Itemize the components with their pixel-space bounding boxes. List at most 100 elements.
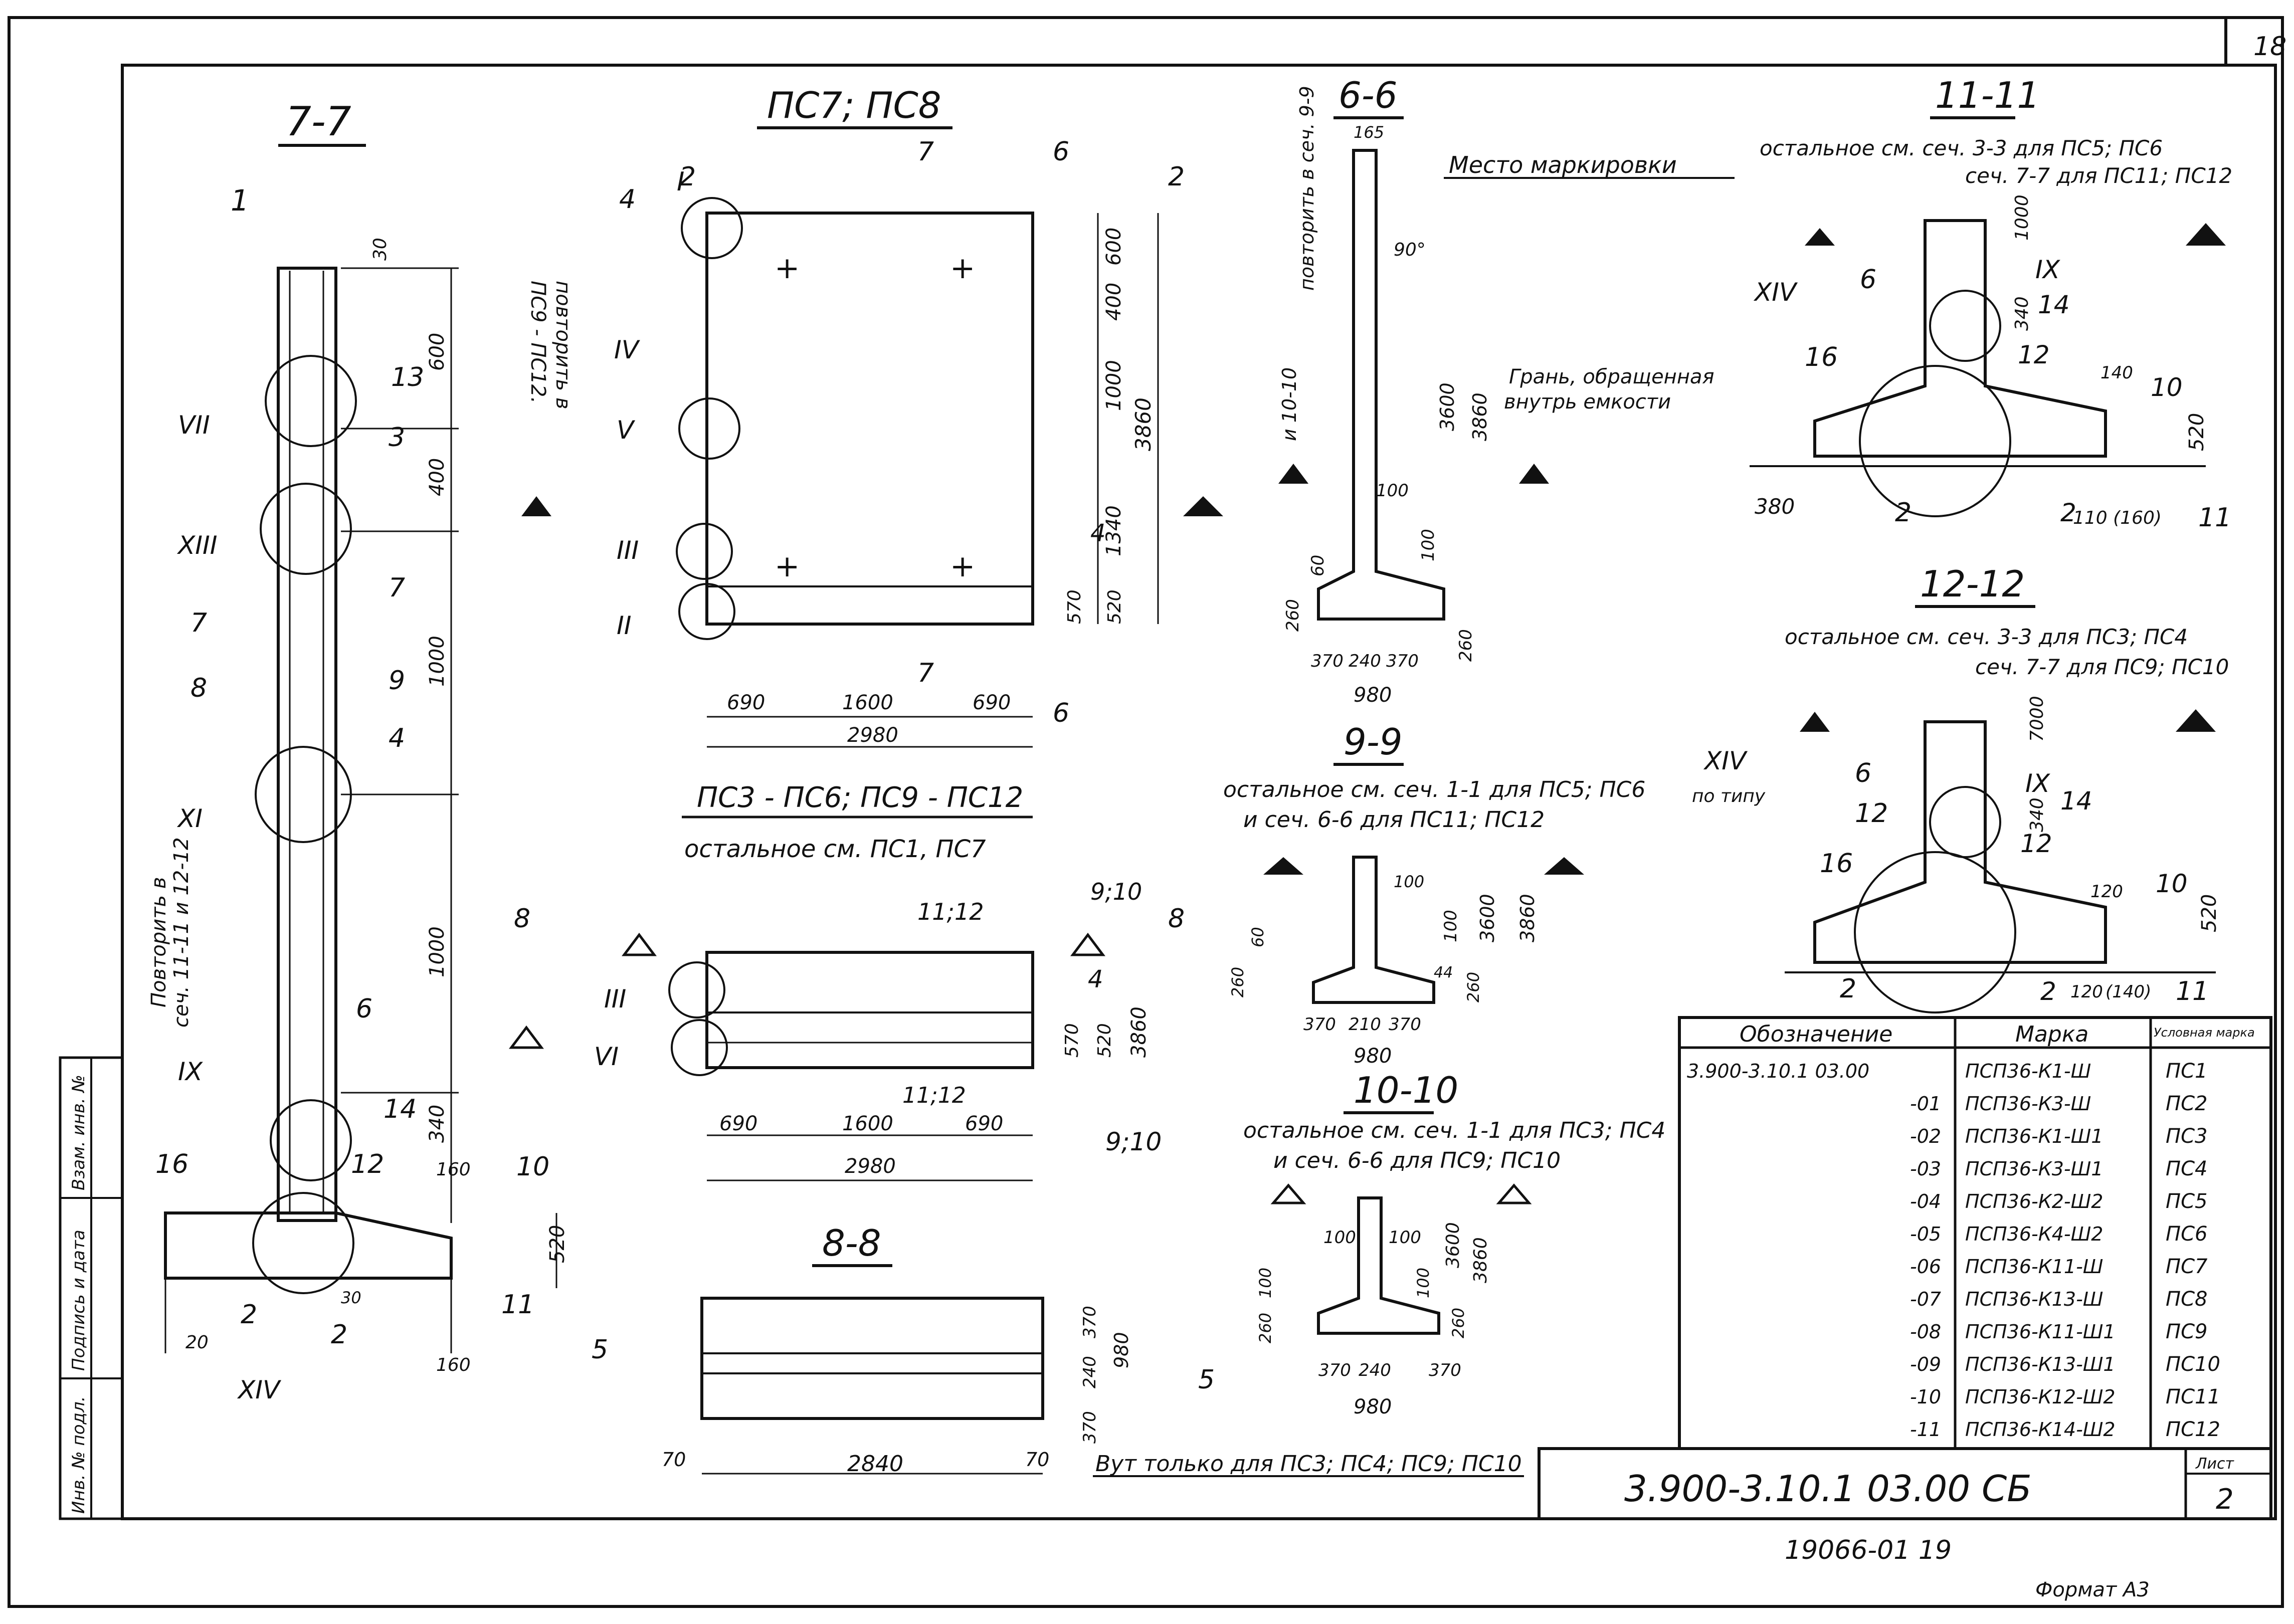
s88-980: 980 (1110, 1332, 1132, 1368)
pc36-1112b: 11;12 (902, 1083, 966, 1108)
s1010-370a: 370 (1318, 1360, 1351, 1380)
pc36-8r: 8 (1168, 904, 1185, 934)
dim-400: 400 (426, 458, 449, 496)
s99-370b: 370 (1389, 1014, 1421, 1035)
s66-100b: 100 (1418, 529, 1438, 561)
s1111-340: 340 (2012, 296, 2032, 331)
table-row: -11 ПСП36-К14-Ш2 ПС12 (1910, 1418, 2220, 1441)
svg-text:-01: -01 (1910, 1093, 1941, 1115)
s1212-rom-9: IX (2025, 769, 2051, 798)
s1010-240: 240 (1359, 1360, 1391, 1380)
pc78-1340: 1340 (1102, 505, 1125, 556)
svg-text:ПСП36-К2-Ш2: ПСП36-К2-Ш2 (1965, 1190, 2103, 1212)
s66-260a: 260 (1283, 599, 1303, 632)
s66-370a: 370 (1311, 651, 1344, 671)
pc36-1600: 1600 (842, 1112, 893, 1135)
dim-160a: 160 (436, 1159, 471, 1180)
repeat-66-1: повторить в сеч. 9-9 (1296, 86, 1318, 291)
doc-code: 3.900-3.10.1 03.00 СБ (1624, 1468, 2032, 1510)
rom-14: XIV (237, 1375, 282, 1404)
dim-160b: 160 (436, 1355, 471, 1375)
pc78-rom-2: II (617, 611, 632, 640)
dim-30b: 30 (341, 1288, 361, 1307)
table-row: -02 ПСП36-К1-Ш1 ПС3 (1910, 1125, 2207, 1148)
pc36-910b: 9;10 (1105, 1127, 1162, 1156)
pc78-rom-1: I (677, 167, 684, 197)
pc36-8l: 8 (514, 904, 530, 934)
svg-text:-05: -05 (1910, 1223, 1941, 1245)
dim-20: 20 (185, 1332, 209, 1353)
pc78-4r: 4 (1090, 519, 1106, 547)
table-row: -07 ПСП36-К13-Ш ПС8 (1910, 1288, 2207, 1311)
svg-text:ПС5: ПС5 (2166, 1190, 2207, 1213)
note-1212-2: сеч. 7-7 для ПС9; ПС10 (1975, 655, 2229, 679)
s1010-260a: 260 (1256, 1313, 1275, 1343)
s1010-3600: 3600 (1443, 1222, 1463, 1268)
s1111-rom-14: XIV (1753, 278, 1798, 307)
view-pc3-pc6: 690 1600 690 2980 570 520 3860 III VI 11… (514, 878, 1185, 1181)
table-row: -09 ПСП36-К13-Ш1 ПС10 (1910, 1353, 2220, 1376)
dim-1000b: 1000 (426, 926, 449, 977)
svg-text:ПС10: ПС10 (2166, 1353, 2220, 1376)
svg-text:ПС8: ПС8 (2166, 1288, 2207, 1311)
note-face-2: внутрь емкости (1504, 390, 1671, 414)
title-11-11: 11-11 (1935, 74, 2040, 116)
section-12-12: 12-12 остальное см. сеч. 3-3 для ПС3; ПС… (1692, 563, 2229, 1013)
inventory-number: 19066-01 19 (1785, 1535, 1952, 1565)
dim-600: 600 (426, 333, 449, 371)
s99-370a: 370 (1303, 1014, 1336, 1035)
pos-11: 11 (501, 1290, 534, 1320)
note-1111-1: остальное см. сеч. 3-3 для ПС5; ПС6 (1760, 136, 2163, 160)
pc78-7b: 7 (917, 658, 934, 688)
table-row: -10 ПСП36-К12-Ш2 ПС11 (1910, 1385, 2220, 1408)
pc78-rom-5: V (617, 416, 636, 445)
s88-5r: 5 (1198, 1365, 1215, 1395)
table-row: -05 ПСП36-К4-Ш2 ПС6 (1910, 1223, 2207, 1246)
repeat-77-1: повторить в (551, 281, 575, 410)
title-10-10: 10-10 (1354, 1069, 1458, 1111)
svg-text:ПСП36-К13-Ш1: ПСП36-К13-Ш1 (1965, 1353, 2116, 1375)
pos-7l: 7 (190, 608, 207, 638)
pc36-rom-6: VI (594, 1042, 619, 1071)
s1010-100a: 100 (1323, 1228, 1356, 1248)
s1212-rom-14: XIV (1703, 746, 1748, 775)
section-6-6: 6-6 165 90° Место маркировки Грань, обра… (1278, 74, 1735, 707)
pos-1: 1 (231, 183, 249, 218)
pc78-570: 570 (1064, 589, 1085, 624)
s1111-11: 11 (2198, 503, 2231, 533)
s88-2840: 2840 (847, 1451, 903, 1477)
pos-12: 12 (351, 1149, 384, 1179)
svg-text:ПС6: ПС6 (2166, 1223, 2207, 1246)
s1212-2: 2 (1840, 974, 1856, 1004)
svg-text:+: + (775, 251, 800, 286)
note-1010-1: остальное см. сеч. 1-1 для ПС3; ПС4 (1243, 1118, 1665, 1143)
pc36-520: 520 (1094, 1023, 1115, 1058)
section-7-7: 7-7 30 600 400 1000 1000 340 520 160 160… (147, 98, 575, 1404)
s1212-12r: 12 (2020, 829, 2052, 858)
s88-5l: 5 (592, 1335, 608, 1365)
s99-100: 100 (1394, 872, 1424, 891)
s1111-1000: 1000 (2012, 194, 2032, 241)
s1111-380: 380 (1755, 494, 1795, 519)
s1212-120b: 120 (2070, 982, 2103, 1002)
pos-16: 16 (155, 1149, 188, 1179)
dim-30: 30 (370, 238, 391, 261)
s99-3860: 3860 (1516, 894, 1539, 942)
pos-2b: 2 (331, 1320, 347, 1350)
sheet-top-number: 18 (2253, 32, 2286, 62)
table-row: -03 ПСП36-К3-Ш1 ПС4 (1910, 1157, 2207, 1180)
s66-240: 240 (1349, 651, 1381, 671)
s1212-11: 11 (2176, 976, 2209, 1006)
pc78-690a: 690 (727, 691, 765, 714)
svg-text:-09: -09 (1910, 1353, 1941, 1375)
rom-11: XI (176, 804, 203, 833)
pc78-6b: 6 (1053, 698, 1069, 728)
table-row: -08 ПСП36-К11-Ш1 ПС9 (1910, 1320, 2207, 1343)
s66-165: 165 (1354, 123, 1384, 142)
s1212-140: (140) (2106, 982, 2151, 1002)
th-cond-mark: Условная марка (2154, 1026, 2255, 1040)
pos-10: 10 (516, 1152, 549, 1182)
svg-text:ПСП36-К11-Ш1: ПСП36-К11-Ш1 (1965, 1321, 2116, 1343)
svg-text:ПСП36-К3-Ш1: ПСП36-К3-Ш1 (1965, 1158, 2103, 1180)
s1111-140: 140 (2100, 363, 2133, 383)
